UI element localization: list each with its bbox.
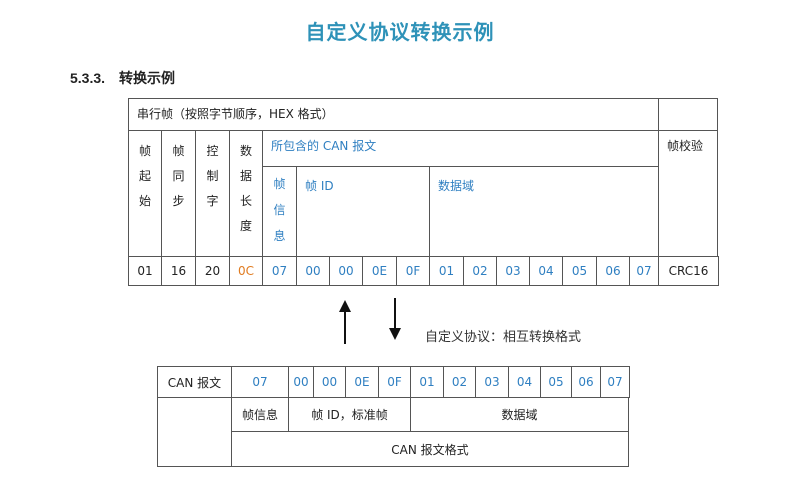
- serial-value-cell: 01: [128, 256, 162, 286]
- header-char: 帧: [273, 177, 286, 191]
- header-char: 字: [206, 194, 219, 208]
- section-title: 转换示例: [119, 71, 176, 87]
- can-data-field-label: 数据域: [410, 397, 629, 432]
- serial-value-cell: 0C: [229, 256, 263, 286]
- serial-value-cell: 06: [596, 256, 630, 286]
- can-frame-id-label: 帧 ID，标准帧: [288, 397, 411, 432]
- header-checksum: 帧校验: [658, 130, 718, 257]
- can-value-cell: 07: [600, 366, 630, 398]
- serial-value-cell: 02: [463, 256, 497, 286]
- can-row-label: CAN 报文: [157, 366, 232, 398]
- serial-value-cell: 04: [529, 256, 563, 286]
- can-value-cell: 02: [443, 366, 476, 398]
- header-char: 起: [138, 169, 151, 183]
- header-char: 信: [273, 203, 286, 217]
- serial-value-cell: 07: [629, 256, 659, 286]
- section-heading: 5.3.3. 转换示例: [70, 68, 175, 88]
- arrow-down-icon: [389, 298, 401, 340]
- header-char: 同: [172, 169, 185, 183]
- header-char: 始: [138, 194, 151, 208]
- header-char: 度: [239, 219, 252, 233]
- header-char: 帧: [172, 144, 185, 158]
- serial-value-cell: 00: [296, 256, 330, 286]
- can-value-cell: 05: [540, 366, 572, 398]
- header-can-message: 所包含的 CAN 报文: [262, 130, 659, 167]
- can-value-cell: 00: [288, 366, 314, 398]
- section-number: 5.3.3.: [70, 70, 106, 86]
- can-value-cell: 07: [231, 366, 289, 398]
- header-char: 制: [206, 169, 219, 183]
- can-value-cell: 0F: [378, 366, 411, 398]
- header-char: 据: [239, 169, 252, 183]
- can-value-cell: 03: [475, 366, 509, 398]
- arrow-up-icon: [339, 300, 351, 344]
- can-value-cell: 04: [508, 366, 541, 398]
- header-control: 控 制 字: [195, 130, 230, 257]
- header-frame-info: 帧 信 息: [262, 166, 297, 257]
- header-data-field: 数据域: [429, 166, 659, 257]
- caption-blank-cell: [658, 98, 718, 131]
- can-value-cell: 06: [571, 366, 601, 398]
- can-frame-info-label: 帧信息: [231, 397, 289, 432]
- header-char: 数: [239, 144, 252, 158]
- serial-value-cell: 00: [329, 256, 363, 286]
- can-label-blank-cell: [157, 397, 232, 467]
- serial-value-cell: 0F: [396, 256, 430, 286]
- serial-value-cell: 0E: [362, 256, 397, 286]
- header-frame-id: 帧 ID: [296, 166, 430, 257]
- header-char: 步: [172, 194, 185, 208]
- can-format-label: CAN 报文格式: [231, 431, 629, 467]
- header-char: 帧: [138, 144, 151, 158]
- serial-value-cell: CRC16: [658, 256, 719, 286]
- header-frame-sync: 帧 同 步: [161, 130, 196, 257]
- header-char: 控: [206, 144, 219, 158]
- can-value-cell: 00: [313, 366, 346, 398]
- conversion-note: 自定义协议：相互转换格式: [425, 330, 582, 345]
- serial-value-cell: 03: [496, 256, 530, 286]
- serial-frame-caption: 串行帧（按照字节顺序，HEX 格式）: [128, 98, 659, 131]
- can-value-cell: 01: [410, 366, 444, 398]
- header-char: 长: [239, 194, 252, 208]
- serial-value-cell: 05: [562, 256, 597, 286]
- header-data-length: 数 据 长 度: [229, 130, 263, 257]
- can-value-cell: 0E: [345, 366, 379, 398]
- serial-value-cell: 16: [161, 256, 196, 286]
- header-char: 息: [273, 229, 286, 243]
- header-frame-start: 帧 起 始: [128, 130, 162, 257]
- page-title: 自定义协议转换示例: [305, 20, 495, 44]
- serial-value-cell: 07: [262, 256, 297, 286]
- serial-value-cell: 01: [429, 256, 464, 286]
- serial-value-cell: 20: [195, 256, 230, 286]
